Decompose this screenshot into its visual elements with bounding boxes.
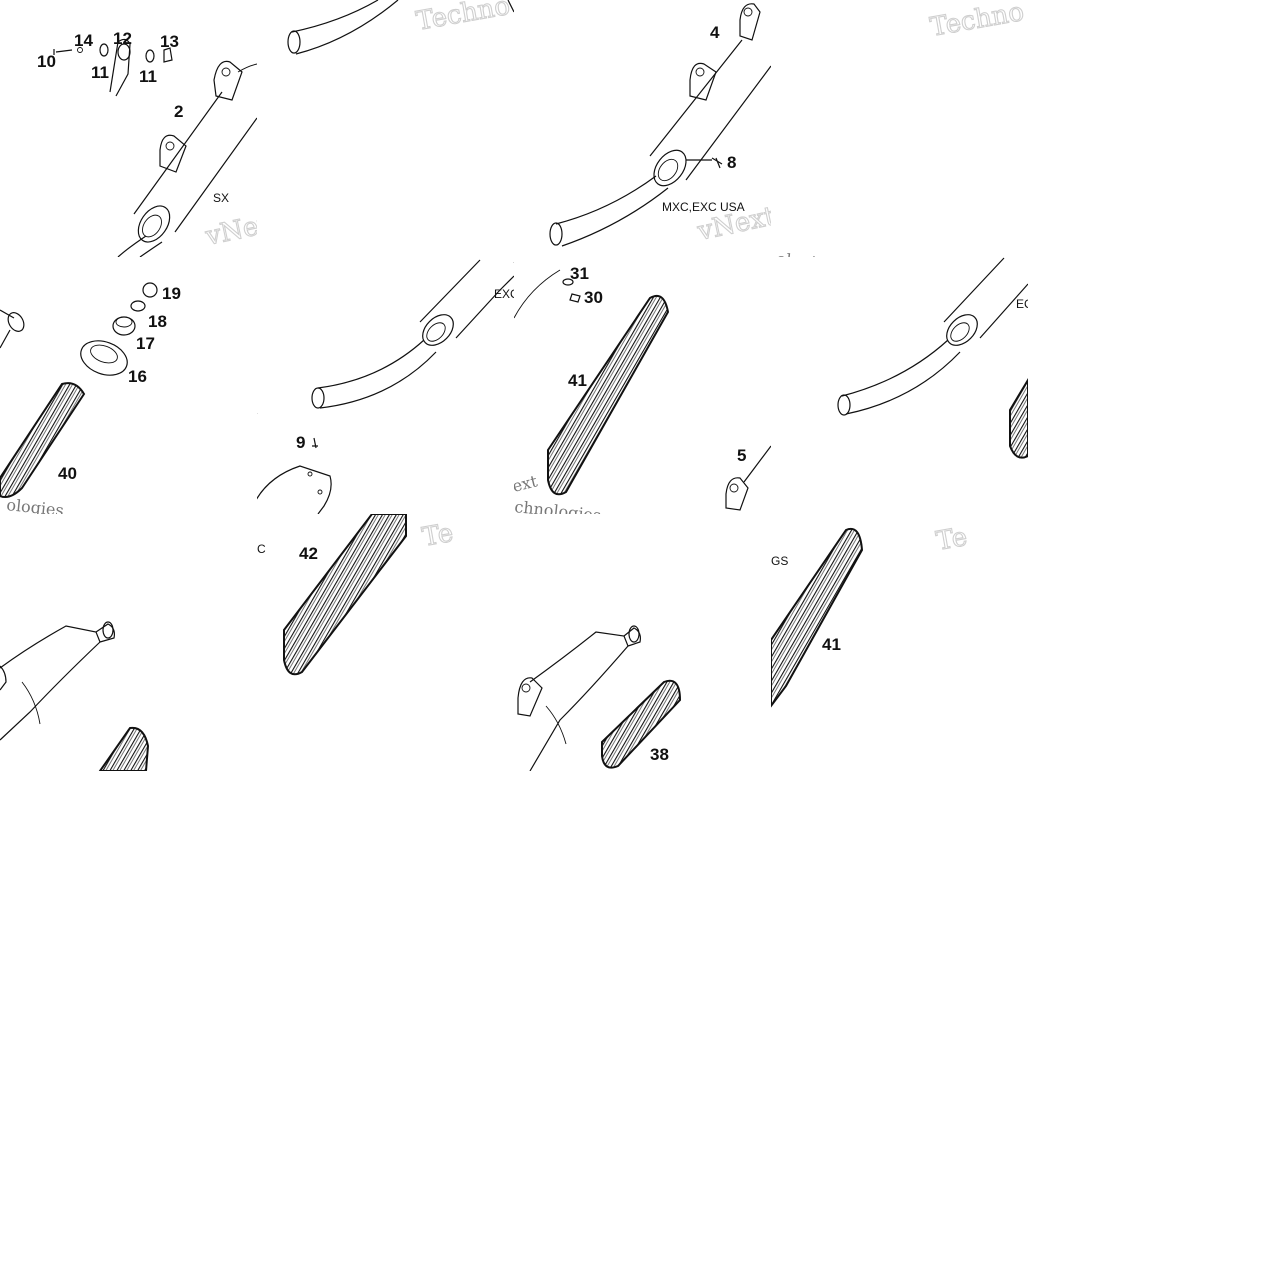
part-number-19: 19	[162, 284, 181, 303]
tile-insulation-42: 42 C	[257, 514, 407, 676]
tile-insulation-41: 31 30 41 5 ext chnologies	[510, 264, 771, 525]
watermark: ologies	[6, 495, 65, 520]
part-number-41: 41	[568, 371, 587, 390]
watermark: ologies	[262, 247, 321, 272]
watermark: ologies	[776, 249, 835, 274]
part-number-41: 41	[822, 635, 841, 654]
part-number-16: 16	[128, 367, 147, 386]
watermark: chnologies	[514, 497, 603, 525]
part-number-2: 2	[174, 102, 183, 121]
part-number-11: 11	[139, 67, 157, 86]
tile-silencer-lower-left	[0, 621, 150, 771]
watermark: Techno	[414, 0, 512, 37]
part-number-18: 18	[148, 312, 167, 331]
part-number-17: 17	[136, 334, 155, 353]
part-number-3: 3	[215, 434, 224, 453]
tile-pipe-top: Techno	[287, 0, 514, 55]
part-number-11: 11	[91, 63, 109, 82]
tile-end-cap: ologies 19 18 17 16 40 ologies	[0, 247, 321, 520]
watermark: vNext Tec	[694, 190, 830, 247]
part-number-14: 14	[74, 31, 93, 50]
variant-label: GS	[771, 554, 788, 568]
part-number-31: 31	[570, 264, 589, 283]
tile-sx: vNext Tec 14 12 13 10 11 11 2 SX	[37, 29, 257, 257]
part-number-5: 5	[737, 446, 746, 465]
part-number-30: 30	[584, 288, 603, 307]
part-number-9: 9	[296, 433, 305, 452]
part-number-12: 12	[113, 29, 132, 48]
part-number-10: 10	[37, 52, 56, 71]
tile-ec: EC	[837, 257, 1033, 459]
tile-mxc-exc-usa: vNext Tec 4 8 MXC,EXC USA	[549, 3, 830, 248]
part-number-38: 38	[650, 745, 669, 764]
part-number-13: 13	[160, 32, 179, 51]
watermark: Te	[420, 518, 455, 553]
tile-watermark: Techno ologies	[776, 0, 1027, 274]
part-number-8: 8	[727, 153, 736, 172]
part-number-40: 40	[58, 464, 77, 483]
variant-label: SX	[213, 191, 229, 205]
part-number-42: 42	[299, 544, 318, 563]
tile-silencer-38: 38	[517, 625, 682, 771]
variant-label: MXC,EXC USA	[662, 200, 745, 214]
tile-exc: 3 9 EXC	[215, 259, 519, 514]
variant-label: EC	[1016, 297, 1033, 311]
variant-label: EXC	[494, 287, 519, 301]
watermark: Techno	[928, 0, 1026, 43]
tile-insulation-41-gs: 41 GS Te	[771, 521, 970, 708]
watermark: Te	[934, 522, 969, 557]
part-number-4: 4	[710, 23, 720, 42]
watermark: ext	[510, 471, 539, 496]
variant-label: C	[257, 542, 266, 556]
